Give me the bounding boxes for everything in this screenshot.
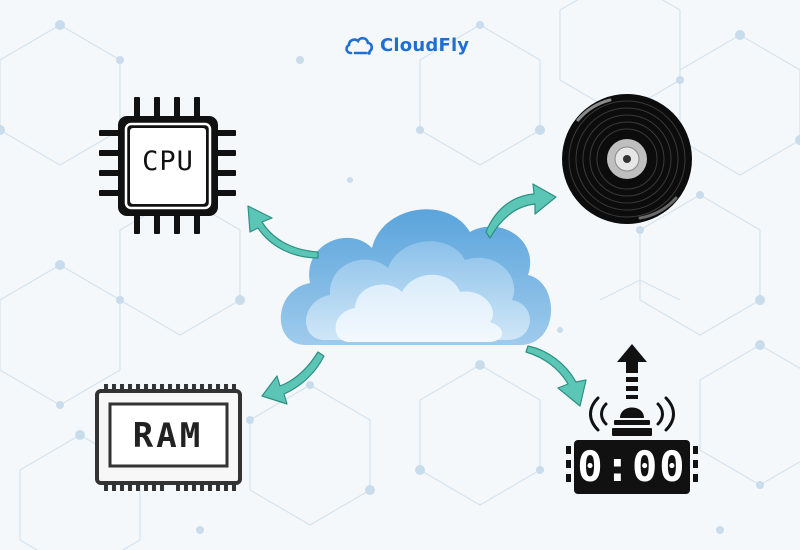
timer-display: 0:00 [577,442,687,491]
cloud-logo-icon [345,36,374,55]
arrow-to-bandwidth [525,345,587,407]
arrow-to-cpu [247,205,319,259]
brand-logo[interactable]: CloudFly [344,31,469,59]
cpu-label: CPU [142,146,194,177]
arrow-to-storage [485,183,557,239]
ram-label: RAM [132,416,204,456]
brand-name: CloudFly [380,34,470,56]
arrow-to-ram [261,351,325,405]
